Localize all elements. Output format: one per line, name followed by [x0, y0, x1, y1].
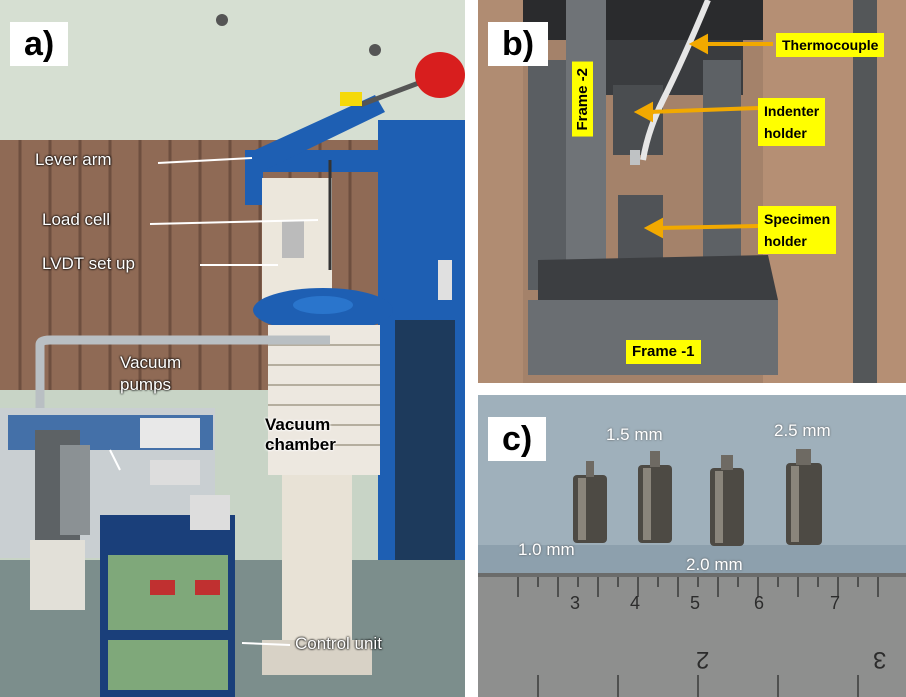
lvdt-label: LVDT set up: [42, 254, 135, 273]
frame-2-label: Frame -2: [572, 62, 593, 137]
thermocouple-label: Thermocouple: [776, 33, 885, 57]
photo-panel-b: b) Thermocouple Indenter holder Specimen…: [478, 0, 906, 383]
load-cell-label: Load cell: [42, 210, 111, 229]
vacuum-pumps-label: Vacuum pumps: [120, 353, 182, 394]
specimen-holder-label: Specimen holder: [758, 206, 837, 254]
ruler-top-digit: 6: [754, 593, 765, 613]
indenter-holder-label: Indenter holder: [758, 98, 826, 146]
ruler-bottom-digit: 2: [696, 646, 710, 673]
ruler-top-digit: 7: [830, 593, 841, 613]
size-label-1-0mm: 1.0 mm: [518, 540, 575, 559]
ruler-bottom-digit: 3: [873, 646, 887, 673]
ruler-top-digit: 4: [630, 593, 641, 613]
panel-c-label: c): [488, 417, 547, 461]
control-unit-label: Control unit: [295, 634, 382, 653]
vacuum-chamber-label: Vacuum chamber: [265, 415, 336, 454]
lever-arm-label: Lever arm: [35, 150, 112, 169]
photo-panel-a: a) Lever arm Load cell LVDT set up Vacuu…: [0, 0, 465, 697]
frame-1-label: Frame -1: [626, 340, 701, 364]
panel-b-label: b): [488, 22, 549, 66]
photo-panel-c: c) 1.5 mm 2.5 mm 1.0 mm 2.0 mm 3 4 5 6 7 2 3: [478, 395, 906, 697]
size-label-1-5mm: 1.5 mm: [606, 425, 663, 444]
size-label-2-0mm: 2.0 mm: [686, 555, 743, 574]
ruler-top-digit: 3: [570, 593, 581, 613]
panel-a-photo: [0, 0, 465, 697]
panel-c-photo: [478, 395, 906, 697]
panel-a-label: a): [10, 22, 69, 66]
size-label-2-5mm: 2.5 mm: [774, 421, 831, 440]
ruler-top-digit: 5: [690, 593, 701, 613]
